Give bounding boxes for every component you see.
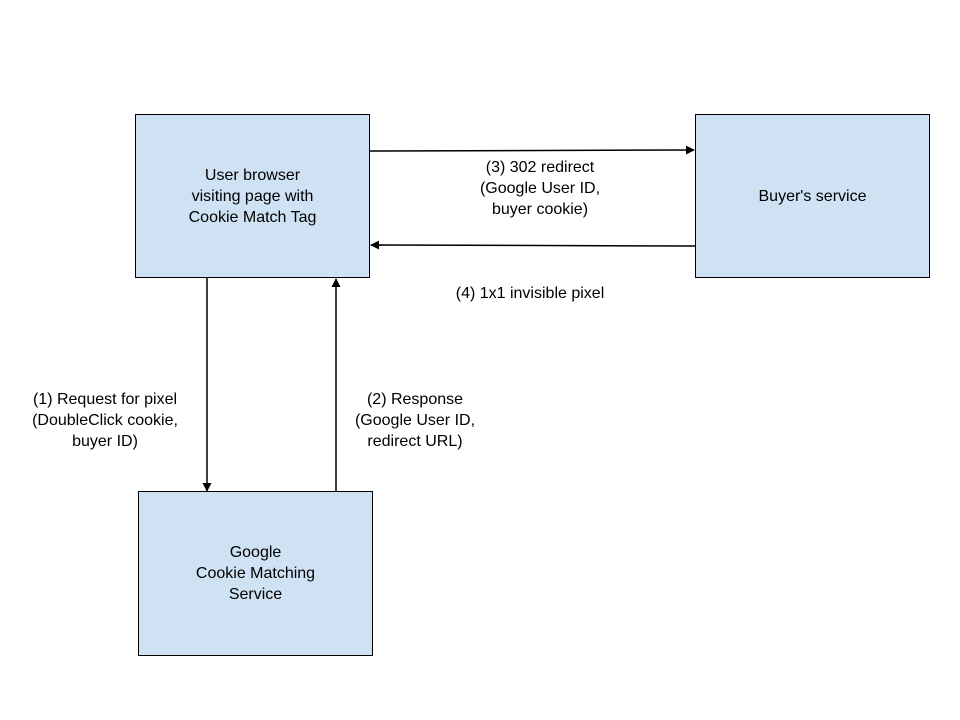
buyers-service-label: Buyer's service	[758, 187, 867, 205]
arrow-302-redirect	[369, 145, 695, 155]
step-3-label: (3) 302 redirect (Google User ID, buyer …	[410, 157, 670, 220]
step-4-line-1: (4) 1x1 invisible pixel	[455, 285, 605, 302]
step-1-label: (1) Request for pixel (DoubleClick cooki…	[0, 389, 210, 452]
step-3-line-1: (3) 302 redirect	[485, 159, 595, 176]
step-1-line-3: buyer ID)	[72, 433, 138, 450]
arrow-invisible-pixel	[370, 240, 696, 250]
google-service-label-line-3: Service	[228, 586, 283, 603]
google-service-label-line-2: Cookie Matching	[195, 565, 316, 582]
user-browser-box: User browser visiting page with Cookie M…	[135, 114, 370, 278]
step-2-label: (2) Response (Google User ID, redirect U…	[330, 389, 500, 452]
step-2-line-3: redirect URL)	[367, 433, 463, 450]
step-1-line-2: (DoubleClick cookie,	[32, 412, 178, 429]
user-browser-label-line-2: visiting page with	[191, 187, 314, 205]
user-browser-label-line-1: User browser	[204, 166, 301, 184]
google-cookie-matching-box: Google Cookie Matching Service	[138, 491, 373, 656]
user-browser-label-line-3: Cookie Match Tag	[188, 208, 317, 226]
step-2-line-1: (2) Response	[366, 391, 464, 408]
step-2-line-2: (Google User ID,	[354, 412, 476, 429]
step-1-line-1: (1) Request for pixel	[32, 391, 178, 408]
step-4-label: (4) 1x1 invisible pixel	[400, 283, 660, 304]
buyers-service-box: Buyer's service	[695, 114, 930, 278]
step-3-line-3: buyer cookie)	[491, 201, 589, 218]
step-3-line-2: (Google User ID,	[479, 180, 601, 197]
google-service-label-line-1: Google	[229, 544, 282, 561]
